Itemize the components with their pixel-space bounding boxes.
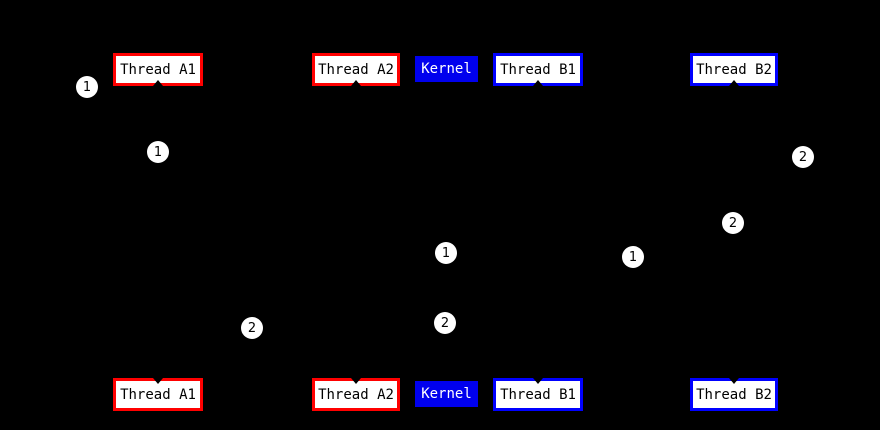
participant-box-thread-a2-bottom: Thread A2 [312,378,400,411]
lifeline-stub-icon [153,80,163,86]
participant-label: Thread A2 [318,61,394,78]
sequence-number-badge: 1 [76,76,98,98]
sequence-number-badge: 1 [622,246,644,268]
participant-label: Kernel [421,386,472,402]
participant-box-thread-a1-bottom: Thread A1 [113,378,203,411]
arrowhead-icon [729,378,739,384]
arrowhead-icon [153,378,163,384]
arrowhead-icon [351,378,361,384]
participant-label: Kernel [421,61,472,77]
lifeline-stub-icon [351,80,361,86]
sequence-number-badge: 1 [435,242,457,264]
participant-label: Thread B1 [500,61,576,78]
sequence-number-badge: 2 [792,146,814,168]
participant-label: Thread B1 [500,386,576,403]
participant-box-thread-b2-bottom: Thread B2 [690,378,778,411]
participant-box-thread-a2-top: Thread A2 [312,53,400,86]
arrowhead-icon [533,378,543,384]
participant-box-kernel-top: Kernel [415,56,478,82]
sequence-number-badge: 2 [722,212,744,234]
participant-label: Thread A1 [120,386,196,403]
participant-box-thread-b1-bottom: Thread B1 [493,378,583,411]
participant-label: Thread A1 [120,61,196,78]
participant-box-thread-b2-top: Thread B2 [690,53,778,86]
participant-box-thread-b1-top: Thread B1 [493,53,583,86]
sequence-number-badge: 2 [241,317,263,339]
participant-label: Thread B2 [696,386,772,403]
lifeline-stub-icon [533,80,543,86]
sequence-number-badge: 1 [147,141,169,163]
participant-label: Thread B2 [696,61,772,78]
participant-box-kernel-bottom: Kernel [415,381,478,407]
lifeline-stub-icon [729,80,739,86]
participant-box-thread-a1-top: Thread A1 [113,53,203,86]
participant-label: Thread A2 [318,386,394,403]
sequence-number-badge: 2 [434,312,456,334]
